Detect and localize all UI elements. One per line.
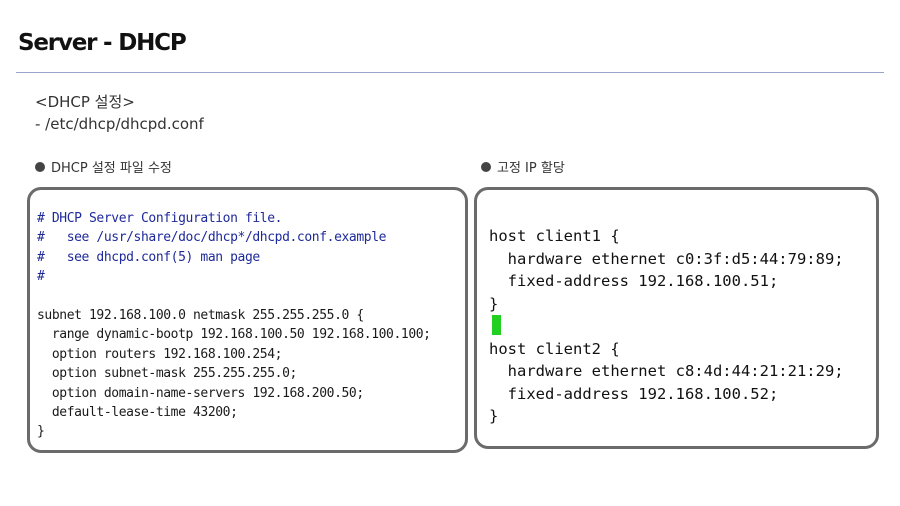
- fixed-ip-code: host client1 { hardware ethernet c0:3f:d…: [489, 225, 844, 428]
- code-line: host client1 {: [489, 227, 620, 245]
- code-line: subnet 192.168.100.0 netmask 255.255.255…: [37, 308, 364, 324]
- code-line: # DHCP Server Configuration file.: [37, 211, 283, 226]
- code-line: }: [37, 424, 45, 440]
- code-line: }: [489, 407, 499, 425]
- code-line: # see /usr/share/doc/dhcp*/dhcpd.conf.ex…: [37, 230, 387, 246]
- section-subtitle: <DHCP 설정>: [35, 93, 135, 111]
- code-line: range dynamic-bootp 192.168.100.50 192.1…: [37, 327, 431, 343]
- code-line: hardware ethernet c8:4d:44:21:21:29;: [489, 362, 844, 380]
- bullet-icon: [481, 161, 491, 172]
- title-divider: [16, 72, 884, 73]
- page-title: Server - DHCP: [18, 30, 187, 56]
- code-line: # see dhcpd.conf(5) man page: [37, 249, 260, 265]
- left-section-label: DHCP 설정 파일 수정: [35, 157, 172, 176]
- code-line: fixed-address 192.168.100.51;: [489, 272, 779, 290]
- code-line: fixed-address 192.168.100.52;: [489, 384, 779, 403]
- code-line: default-lease-time 43200;: [37, 405, 238, 421]
- dhcp-config-code: # DHCP Server Configuration file. # see …: [37, 209, 431, 442]
- code-line: option domain-name-servers 192.168.200.5…: [37, 385, 364, 401]
- terminal-cursor: [492, 315, 501, 335]
- left-section-label-text: DHCP 설정 파일 수정: [51, 161, 172, 176]
- dhcp-config-panel: # DHCP Server Configuration file. # see …: [27, 187, 468, 453]
- code-line: option subnet-mask 255.255.255.0;: [37, 366, 297, 382]
- code-line: hardware ethernet c0:3f:d5:44:79:89;: [489, 249, 844, 268]
- right-section-label-text: 고정 IP 할당: [497, 161, 565, 176]
- config-path: - /etc/dhcp/dhcpd.conf: [35, 115, 204, 133]
- bullet-icon: [35, 161, 45, 172]
- fixed-ip-panel: host client1 { hardware ethernet c0:3f:d…: [474, 187, 879, 449]
- code-line: #: [37, 269, 45, 285]
- right-section-label: 고정 IP 할당: [481, 157, 565, 176]
- code-line: }: [489, 294, 499, 313]
- code-line: option routers 192.168.100.254;: [37, 346, 283, 362]
- code-line: host client2 {: [489, 339, 620, 358]
